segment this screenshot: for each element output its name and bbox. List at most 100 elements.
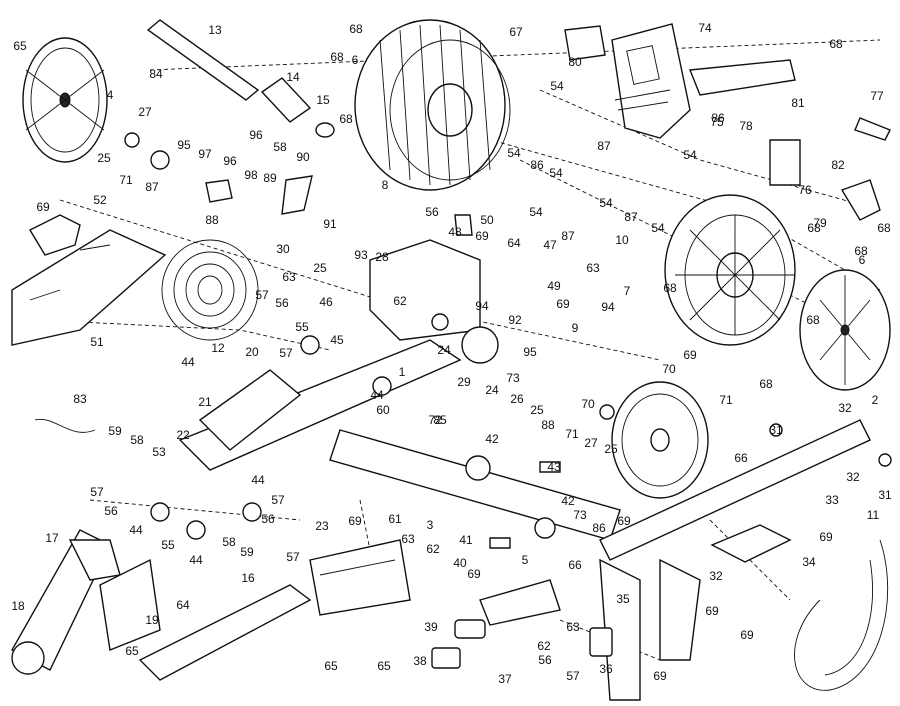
callout-44: 44 xyxy=(251,473,265,487)
callout-59: 59 xyxy=(108,424,122,438)
callout-19: 19 xyxy=(145,613,159,627)
callout-81: 81 xyxy=(791,96,805,110)
callout-77: 77 xyxy=(870,89,884,103)
callout-95: 95 xyxy=(177,138,191,152)
callout-27: 27 xyxy=(584,436,598,450)
callout-57: 57 xyxy=(279,346,293,360)
callout-72: 72 xyxy=(428,413,442,427)
callout-87: 87 xyxy=(561,229,575,243)
callout-69: 69 xyxy=(653,669,667,683)
side-cover-disc xyxy=(799,269,891,391)
callout-52: 52 xyxy=(93,193,107,207)
hardware xyxy=(124,25,892,549)
callout-34: 34 xyxy=(802,555,816,569)
callout-63: 63 xyxy=(401,532,415,546)
callout-32: 32 xyxy=(709,569,723,583)
belt-coil xyxy=(161,239,259,341)
callout-65: 65 xyxy=(377,659,391,673)
callout-10: 10 xyxy=(615,233,629,247)
callout-4: 4 xyxy=(106,88,114,102)
callout-24: 24 xyxy=(485,383,499,397)
callout-54: 54 xyxy=(550,79,564,93)
callout-68: 68 xyxy=(339,112,353,126)
callout-22: 22 xyxy=(176,428,190,442)
callout-96: 96 xyxy=(223,154,237,168)
callout-43: 43 xyxy=(547,460,561,474)
base-plate xyxy=(479,579,561,626)
callout-87: 87 xyxy=(597,139,611,153)
callout-15: 15 xyxy=(316,93,330,107)
callout-48: 48 xyxy=(448,225,462,239)
callout-57: 57 xyxy=(255,288,269,302)
callout-86: 86 xyxy=(530,158,544,172)
callout-58: 58 xyxy=(222,535,236,549)
callout-55: 55 xyxy=(161,538,175,552)
callout-35: 35 xyxy=(616,592,630,606)
callout-86: 86 xyxy=(711,111,725,125)
callout-25: 25 xyxy=(97,151,111,165)
callout-54: 54 xyxy=(599,196,613,210)
callout-68: 68 xyxy=(349,22,363,36)
pedal-arm xyxy=(11,529,121,675)
callout-27: 27 xyxy=(138,105,152,119)
callout-69: 69 xyxy=(617,514,631,528)
callout-82: 82 xyxy=(831,158,845,172)
callout-49: 49 xyxy=(547,279,561,293)
pedal-plate xyxy=(99,558,161,651)
wire-harness xyxy=(34,418,96,433)
callout-57: 57 xyxy=(90,485,104,499)
callout-71: 71 xyxy=(119,173,133,187)
callout-90: 90 xyxy=(296,150,310,164)
callout-13: 13 xyxy=(208,23,222,37)
callout-64: 64 xyxy=(176,598,190,612)
callout-63: 63 xyxy=(586,261,600,275)
callout-69: 69 xyxy=(348,514,362,528)
callout-1: 1 xyxy=(398,365,406,379)
callout-63: 63 xyxy=(566,620,580,634)
callout-41: 41 xyxy=(459,533,473,547)
callout-63: 63 xyxy=(282,270,296,284)
callout-92: 92 xyxy=(508,313,522,327)
rear-rail xyxy=(599,419,871,701)
callout-58: 58 xyxy=(130,433,144,447)
callout-45: 45 xyxy=(330,333,344,347)
callout-69: 69 xyxy=(683,348,697,362)
callout-76: 76 xyxy=(798,183,812,197)
callout-44: 44 xyxy=(181,355,195,369)
callout-16: 16 xyxy=(241,571,255,585)
callout-96: 96 xyxy=(249,128,263,142)
callout-88: 88 xyxy=(205,213,219,227)
callout-67: 67 xyxy=(509,25,523,39)
callout-84: 84 xyxy=(149,67,163,81)
callout-44: 44 xyxy=(370,388,384,402)
callout-58: 58 xyxy=(273,140,287,154)
callout-91: 91 xyxy=(323,217,337,231)
fan-cage-top xyxy=(354,19,511,191)
callout-94: 94 xyxy=(601,300,615,314)
callout-25: 25 xyxy=(604,442,618,456)
callout-69: 69 xyxy=(819,530,833,544)
fan-wheel xyxy=(611,381,709,499)
callout-23: 23 xyxy=(315,519,329,533)
callout-56: 56 xyxy=(104,504,118,518)
callout-21: 21 xyxy=(198,395,212,409)
callout-68: 68 xyxy=(829,37,843,51)
handle-bracket xyxy=(29,214,81,256)
callout-38: 38 xyxy=(413,654,427,668)
callout-75: 75 xyxy=(710,115,724,129)
callout-80: 80 xyxy=(568,55,582,69)
callout-68: 68 xyxy=(663,281,677,295)
callout-86: 86 xyxy=(592,521,606,535)
callout-28: 28 xyxy=(375,250,389,264)
callout-62: 62 xyxy=(393,294,407,308)
callout-87: 87 xyxy=(624,210,638,224)
callout-42: 42 xyxy=(485,432,499,446)
callout-56: 56 xyxy=(261,512,275,526)
callout-69: 69 xyxy=(467,567,481,581)
callout-53: 53 xyxy=(152,445,166,459)
callout-69: 69 xyxy=(705,604,719,618)
seat-carriage xyxy=(710,524,792,563)
callout-42: 42 xyxy=(561,494,575,508)
